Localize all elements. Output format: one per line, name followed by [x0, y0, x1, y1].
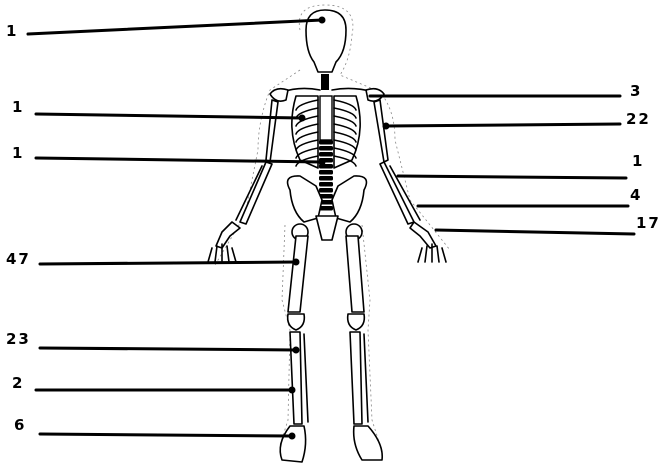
spine [319, 74, 333, 211]
label-knee: 23 [6, 330, 31, 348]
rib-cage [292, 96, 360, 168]
finger [232, 248, 236, 262]
label-skull: 1 [6, 22, 18, 40]
finger [425, 246, 427, 262]
vertebra [319, 170, 333, 175]
right-leg [346, 236, 382, 460]
leader-ankle [40, 434, 292, 436]
label-fingers: 17 [636, 214, 661, 232]
label-spine: 1 [12, 144, 24, 162]
label-thigh: 47 [6, 250, 31, 268]
label-forearm: 1 [632, 152, 644, 170]
label-clavicle: 3 [630, 82, 642, 100]
leader-thigh [40, 262, 296, 264]
label-shin: 2 [12, 374, 24, 392]
left-arm [208, 100, 278, 262]
leader-fingers [436, 230, 634, 234]
vertebra [319, 152, 333, 157]
vertebra [319, 176, 333, 181]
leader-forearm [398, 176, 626, 178]
vertebra [319, 182, 333, 187]
vertebra [319, 146, 333, 151]
finger [208, 248, 212, 262]
label-ribs: 1 [12, 98, 24, 116]
finger [418, 248, 422, 262]
finger [227, 246, 229, 262]
leader-skull [28, 20, 322, 34]
finger [442, 248, 446, 262]
leader-spine [36, 158, 322, 162]
finger [215, 246, 217, 262]
leader-humerus [386, 124, 620, 126]
vertebra [319, 188, 333, 193]
left-leaders [28, 17, 326, 440]
finger [437, 246, 439, 262]
label-wrist: 4 [630, 186, 642, 204]
leader-knee [40, 348, 296, 350]
label-ankle: 6 [14, 416, 26, 434]
label-humerus: 22 [626, 110, 651, 128]
